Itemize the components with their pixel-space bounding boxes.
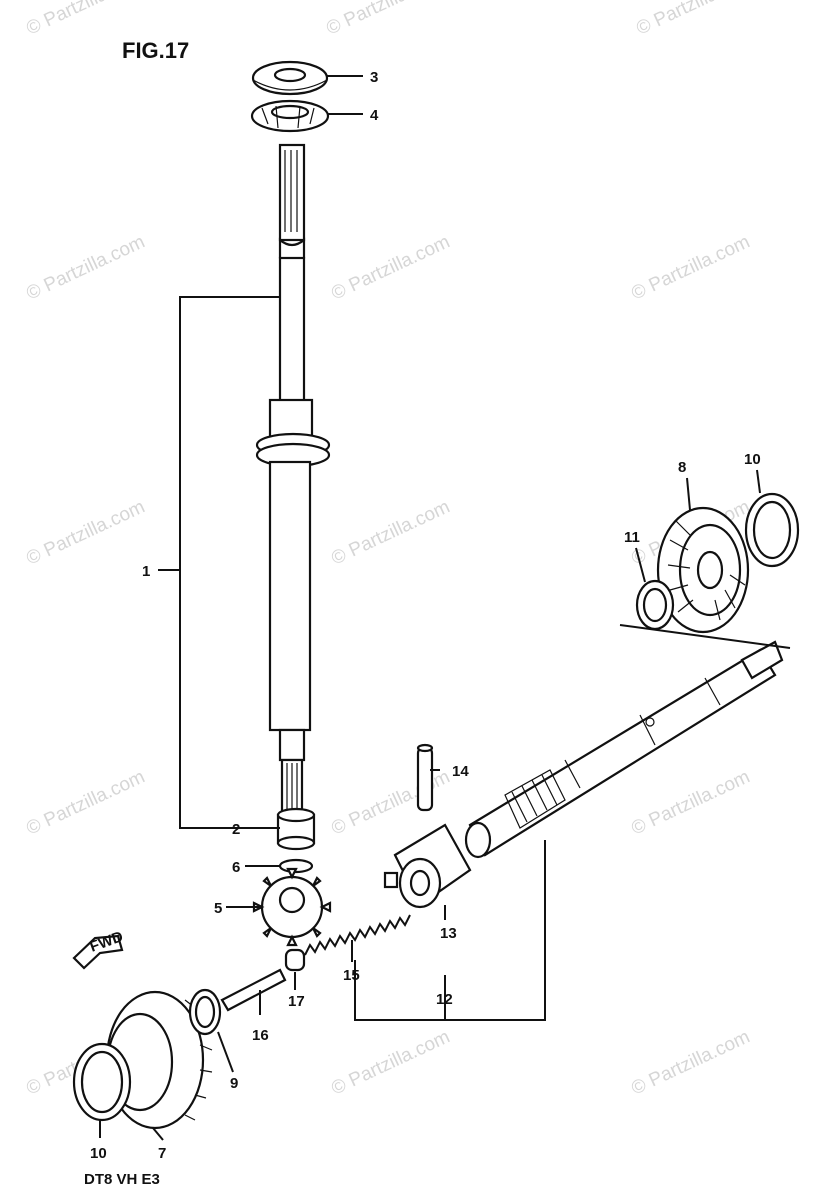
part-8-bevel-gear (656, 506, 750, 634)
watermark: © Partzilla.com (328, 1026, 453, 1099)
watermark: © Partzilla.com (23, 231, 148, 304)
callout-8: 8 (678, 459, 686, 476)
part-14-pin (416, 743, 434, 812)
callout-17: 17 (288, 993, 305, 1010)
callout-4: 4 (370, 107, 379, 124)
model-code: DT8 VH E3 (84, 1171, 160, 1188)
callout-labels: 1 2 3 4 5 6 7 8 9 10 10 11 12 13 14 15 1… (90, 69, 761, 1162)
watermark: © Partzilla.com (328, 231, 453, 304)
part-1-drive-shaft (255, 143, 331, 817)
part-5-pinion-gear (252, 867, 332, 947)
watermark: © Partzilla.com (628, 766, 753, 839)
watermark: © Partzilla.com (23, 496, 148, 569)
callout-15: 15 (343, 967, 360, 984)
callout-13: 13 (440, 925, 457, 942)
part-10-shim-lower (72, 1042, 132, 1122)
part-12-propeller-shaft (464, 640, 784, 859)
part-16-pin (220, 968, 287, 1012)
watermark: © Partzilla.com (628, 1026, 753, 1099)
part-9-shim (188, 988, 222, 1036)
part-3-washer (251, 60, 329, 96)
watermark: © Partzilla.com (328, 766, 453, 839)
watermark: © Partzilla.com (628, 231, 753, 304)
leader-lines (99, 75, 791, 1141)
figure-title: FIG.17 (122, 38, 189, 63)
callout-7: 7 (158, 1145, 166, 1162)
callout-10-upper: 10 (744, 451, 761, 468)
callout-6: 6 (232, 859, 240, 876)
watermark: © Partzilla.com (633, 0, 758, 40)
fwd-arrow-icon: FWD (72, 928, 126, 970)
callout-16: 16 (252, 1027, 269, 1044)
callout-3: 3 (370, 69, 378, 86)
part-2-collar (276, 807, 316, 851)
callout-5: 5 (214, 900, 222, 917)
part-17-slider (284, 948, 306, 972)
watermark: © Partzilla.com (323, 0, 448, 40)
callout-12: 12 (436, 991, 453, 1008)
part-15-spring (304, 914, 411, 956)
part-13-dog-clutch (383, 823, 472, 909)
callout-11: 11 (624, 529, 640, 546)
watermark: © Partzilla.com (23, 766, 148, 839)
callout-14: 14 (452, 763, 469, 780)
part-11-shim (635, 579, 675, 631)
callout-10-lower: 10 (90, 1145, 107, 1162)
watermark: © Partzilla.com (23, 0, 148, 40)
callout-1: 1 (142, 563, 150, 580)
part-10-shim-upper (744, 492, 800, 568)
callout-2: 2 (232, 821, 240, 838)
watermark-group: © Partzilla.com © Partzilla.com © Partzi… (23, 0, 758, 1100)
callout-9: 9 (230, 1075, 238, 1092)
part-4-bearing (250, 99, 330, 133)
watermark: © Partzilla.com (328, 496, 453, 569)
